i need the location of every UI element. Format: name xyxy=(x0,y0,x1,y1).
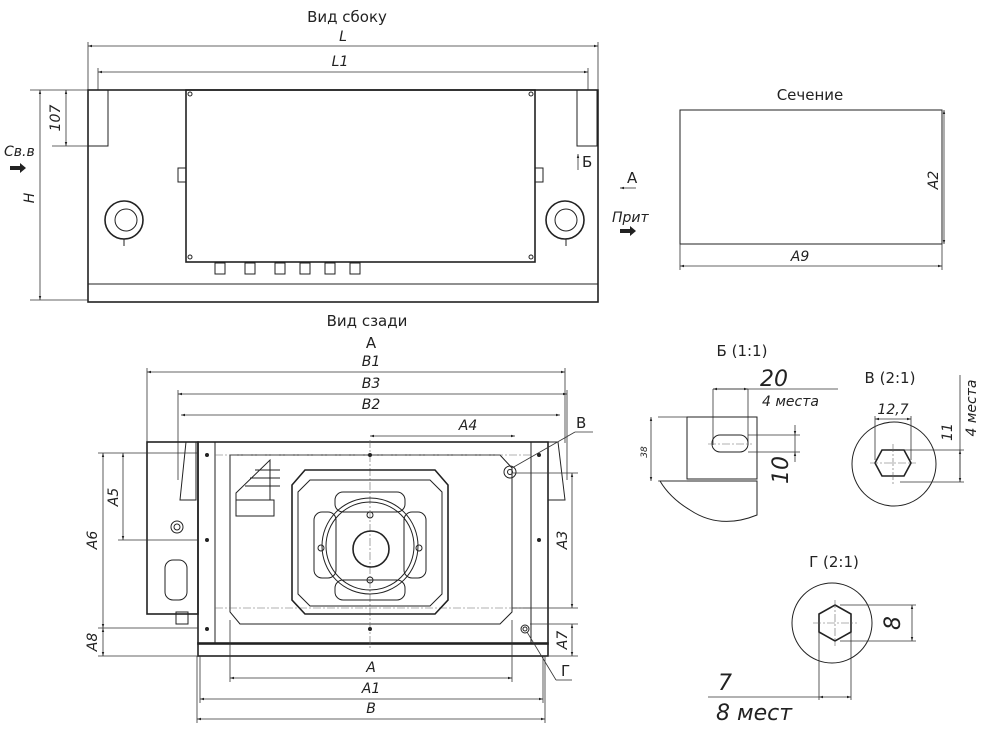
dim-B2: B2 xyxy=(362,397,381,413)
dim-A9: A9 xyxy=(790,249,810,265)
dim-A8: A8 xyxy=(85,633,101,653)
rear-view-title: Вид сзади xyxy=(327,312,408,330)
section-title: Сечение xyxy=(777,86,844,104)
cable-glands xyxy=(214,262,361,275)
detail-B-title: Б (1:1) xyxy=(717,342,768,360)
fan-motor xyxy=(352,530,390,568)
supply-label: Прит xyxy=(612,210,650,226)
detail-G-places: 8 мест xyxy=(716,701,793,726)
dim-A: A xyxy=(365,660,376,676)
detail-V-title: В (2:1) xyxy=(865,369,916,387)
callout-B: Б xyxy=(582,153,592,171)
callout-G: Г xyxy=(561,662,570,680)
dim-20: 20 xyxy=(760,367,788,392)
detail-B: Б (1:1) 20 4 места 38 10 xyxy=(640,342,838,522)
fan-frame xyxy=(291,469,449,615)
callout-V: В xyxy=(576,414,586,432)
dim-12-7: 12,7 xyxy=(877,402,908,418)
dim-11: 11 xyxy=(940,423,956,441)
side-view: Вид сбоку L L1 H 107 Св.в Прит A Б xyxy=(4,8,650,303)
control-panel xyxy=(185,89,536,263)
dim-A3: A3 xyxy=(555,531,571,550)
dim-A2: A2 xyxy=(926,171,942,191)
view-arrow-A: A xyxy=(627,169,638,187)
section-view: Сечение A2 A9 xyxy=(679,86,946,270)
heat-sink xyxy=(235,458,280,517)
detail-V-places: 4 места xyxy=(964,380,980,437)
dim-A4: A4 xyxy=(458,418,477,434)
detail-V: В (2:1) 12,7 11 4 места xyxy=(851,369,980,507)
dim-B3: B3 xyxy=(362,376,381,392)
electrical-box xyxy=(146,441,199,615)
dim-L1: L1 xyxy=(332,54,349,70)
dim-B: B xyxy=(366,701,376,717)
dim-A5: A5 xyxy=(106,488,122,508)
dim-L: L xyxy=(339,29,347,45)
detail-G: Г (2:1) 8 7 8 мест xyxy=(708,553,916,726)
dim-A6: A6 xyxy=(85,531,101,551)
dim-A1: A1 xyxy=(361,681,380,697)
dim-A7: A7 xyxy=(555,631,571,651)
dim-10: 10 xyxy=(769,456,794,484)
side-view-title: Вид сбоку xyxy=(307,8,387,26)
exhaust-arrow-icon xyxy=(10,163,26,173)
detail-G-title: Г (2:1) xyxy=(809,553,859,571)
dim-7: 7 xyxy=(718,671,732,696)
view-label-A: A xyxy=(366,334,377,352)
dim-H: H xyxy=(22,192,38,203)
rear-view: Вид сзади A B1 B3 B2 A4 xyxy=(85,312,593,723)
supply-arrow-icon xyxy=(620,226,636,236)
dim-107: 107 xyxy=(48,105,64,132)
detail-B-places: 4 места xyxy=(762,394,819,410)
exhaust-label: Св.в xyxy=(4,144,35,160)
dim-38: 38 xyxy=(640,446,650,458)
dim-B1: B1 xyxy=(362,354,381,370)
dim-8: 8 xyxy=(881,616,906,630)
